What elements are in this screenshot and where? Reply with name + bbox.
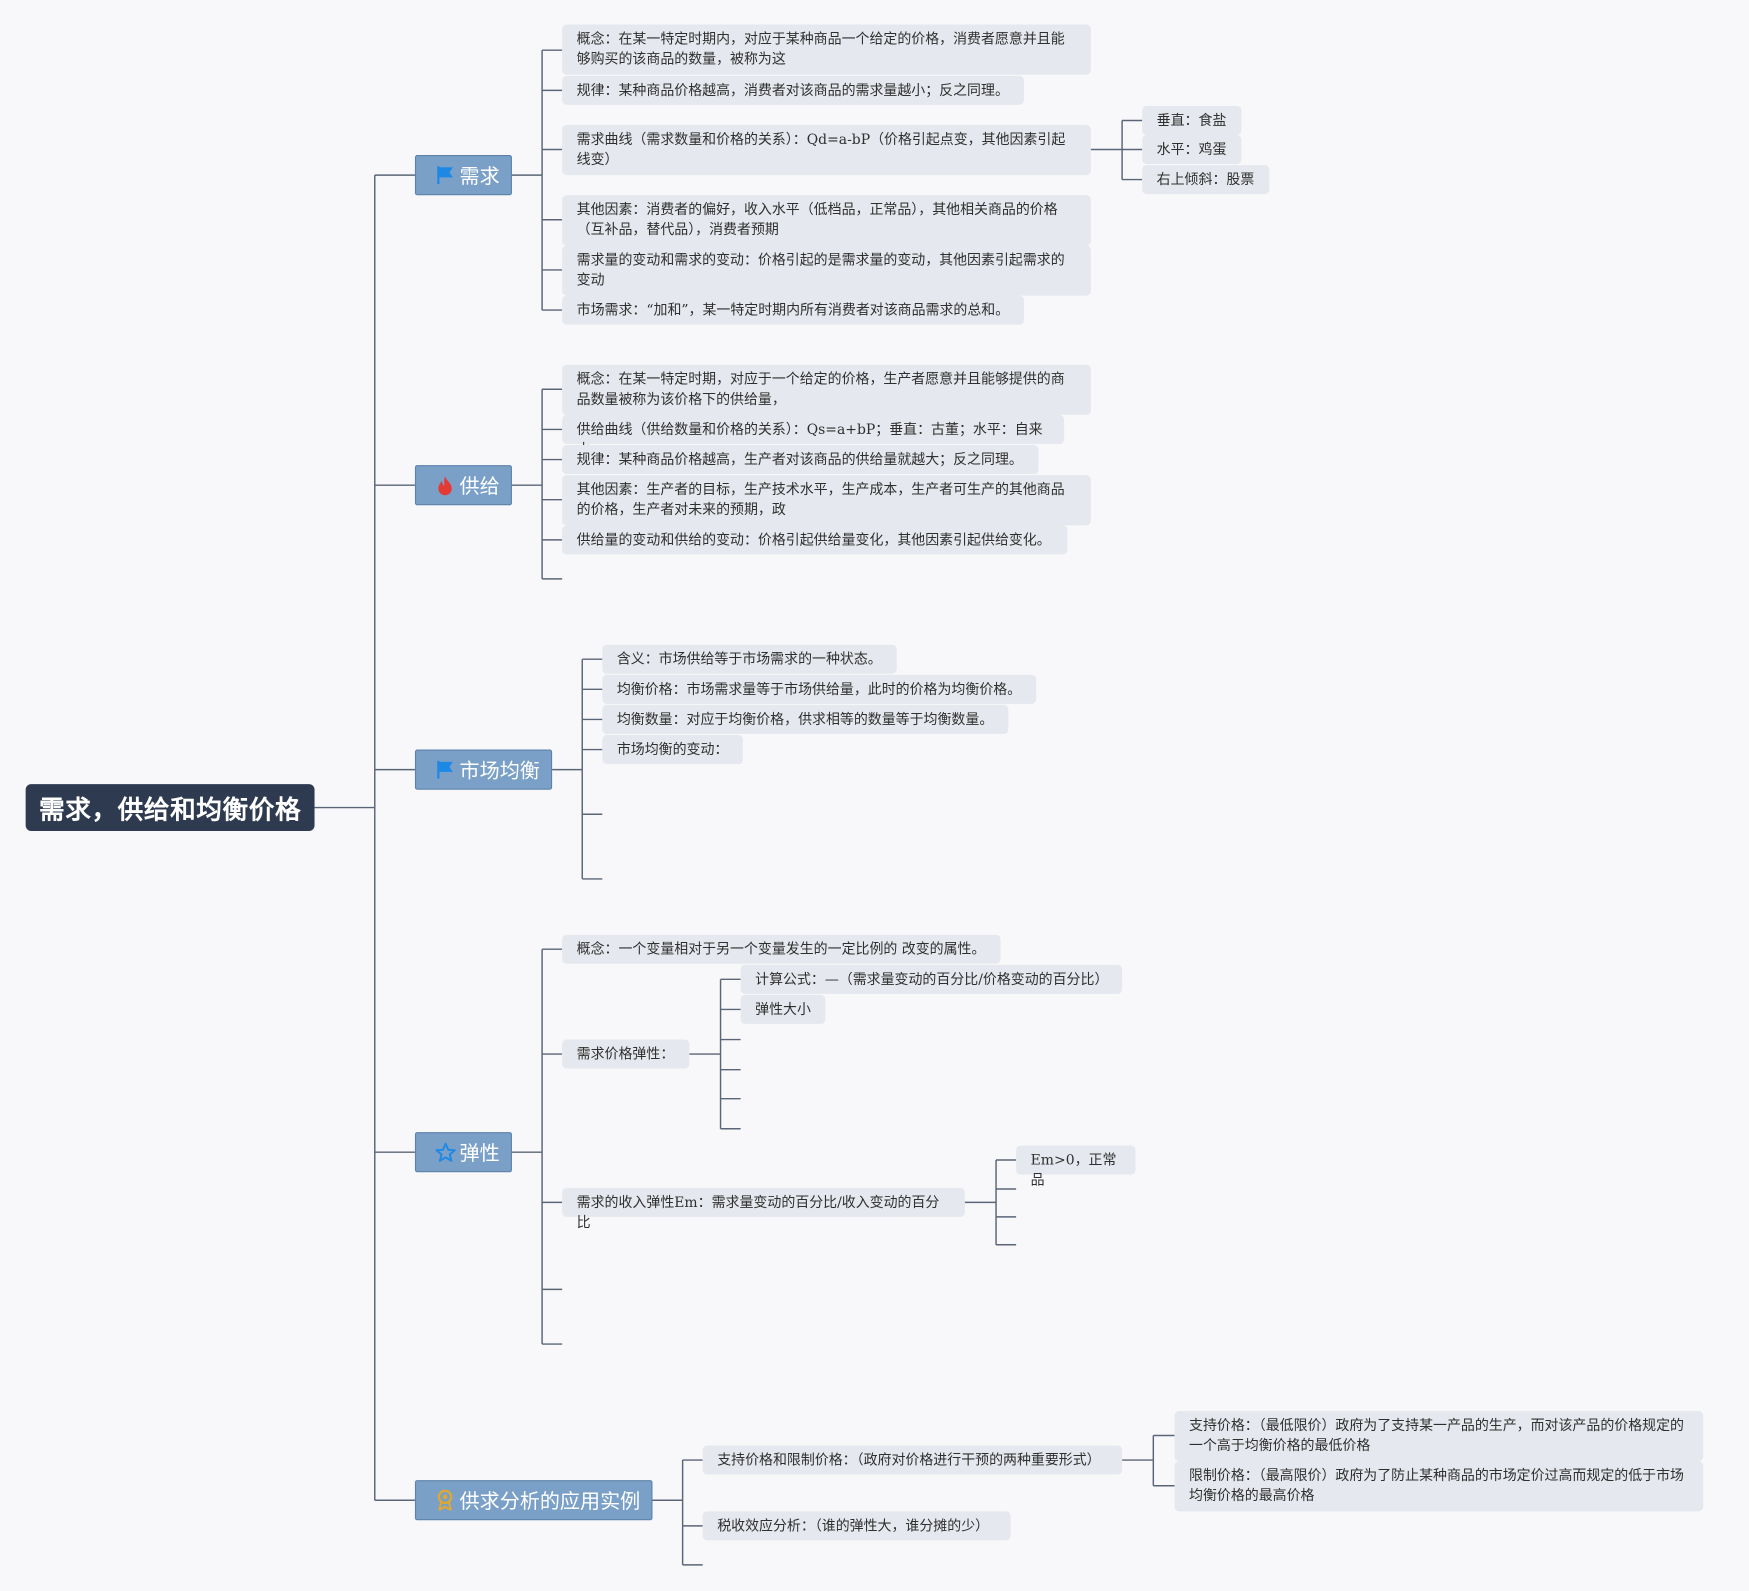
tax-effect[interactable]: 税收效应分析：（谁的弹性大，谁分摊的少） [702,1511,1011,1541]
limit-price[interactable]: 限制价格：（最高限价）政府为了防止某种商品的市场定价过高而规定的低于市场均衡价格… [1174,1461,1704,1512]
demand-concept[interactable]: 概念：在某一特定时期内，对应于某种商品一个给定的价格，消费者愿意并且能够购买的该… [562,24,1091,75]
supply-change[interactable]: 供给量的变动和供给的变动：价格引起供给量变化，其他因素引起供给变化。 [562,525,1068,555]
branch-label: 弹性 [459,1142,500,1166]
normal-goods[interactable]: Em>0，正常品 [1016,1145,1136,1188]
branch-label: 需求 [459,165,500,189]
elasticity-formula[interactable]: 计算公式：—（需求量变动的百分比/价格变动的百分比） [740,964,1123,994]
branch-elasticity[interactable]: 弹性 [414,1132,512,1173]
curve-upward[interactable]: 右上倾斜：股票 [1142,165,1270,195]
demand-curve[interactable]: 需求曲线（需求数量和价格的关系）：Qd=a-bP（价格引起点变，其他因素引起线变… [562,124,1091,176]
blue-flag-icon [434,164,456,186]
demand-change[interactable]: 需求量的变动和需求的变动：价格引起的是需求量的变动，其他因素引起需求的变动 [562,245,1091,296]
branch-label: 供求分析的应用实例 [459,1490,641,1514]
supply-concept[interactable]: 概念：在某一特定时期，对应于一个给定的价格，生产者愿意并且能够提供的商品数量被称… [562,364,1091,415]
supply-law[interactable]: 规律：某种商品价格越高，生产者对该商品的供给量就越大；反之同理。 [562,445,1039,475]
equilibrium-quantity[interactable]: 均衡数量：对应于均衡价格，供求相等的数量等于均衡数量。 [602,704,1009,734]
price-elasticity[interactable]: 需求价格弹性： [562,1039,690,1069]
curve-horizontal[interactable]: 水平：鸡蛋 [1142,134,1242,164]
root-topic[interactable]: 需求，供给和均衡价格 [25,784,315,831]
branch-equilibrium[interactable]: 市场均衡 [414,749,553,790]
price-control[interactable]: 支持价格和限制价格：（政府对价格进行干预的两种重要形式） [702,1445,1123,1475]
market-demand[interactable]: 市场需求：“加和”，某一特定时期内所有消费者对该商品需求的总和。 [562,295,1024,325]
elasticity-concept[interactable]: 概念：一个变量相对于另一个变量发生的一定比例的 改变的属性。 [562,934,1001,964]
income-elasticity[interactable]: 需求的收入弹性Em：需求量变动的百分比/收入变动的百分比 [562,1187,965,1230]
curve-vertical[interactable]: 垂直：食盐 [1142,105,1242,135]
branch-supply[interactable]: 供给 [414,465,512,506]
supply-other-factors[interactable]: 其他因素：生产者的目标，生产技术水平，生产成本，生产者可生产的其他商品的价格，生… [562,475,1091,526]
branch-demand[interactable]: 需求 [414,155,512,196]
branch-application[interactable]: 供求分析的应用实例 [414,1480,653,1521]
branch-label: 市场均衡 [459,759,540,784]
elasticity-size[interactable]: 弹性大小 [740,994,826,1024]
demand-other-factors[interactable]: 其他因素：消费者的偏好，收入水平（低档品，正常品），其他相关商品的价格（互补品，… [562,195,1091,246]
equilibrium-change[interactable]: 市场均衡的变动： [602,735,743,765]
fire-icon [434,474,456,496]
award-icon [434,1489,456,1511]
star-icon [434,1141,456,1163]
equilibrium-meaning[interactable]: 含义：市场供给等于市场需求的一种状态。 [602,644,897,674]
blue-flag-icon [434,758,456,780]
branch-label: 供给 [459,475,500,499]
equilibrium-price[interactable]: 均衡价格：市场需求量等于市场供给量，此时的价格为均衡价格。 [602,674,1037,704]
demand-law[interactable]: 规律：某种商品价格越高，消费者对该商品的需求量越小；反之同理。 [562,75,1024,105]
supply-curve[interactable]: 供给曲线（供给数量和价格的关系）：Qs=a+bP；垂直：古董；水平：自来水 [562,414,1065,457]
support-price[interactable]: 支持价格：（最低限价）政府为了支持某一产品的生产，而对该产品的价格规定的一个高于… [1174,1410,1704,1462]
